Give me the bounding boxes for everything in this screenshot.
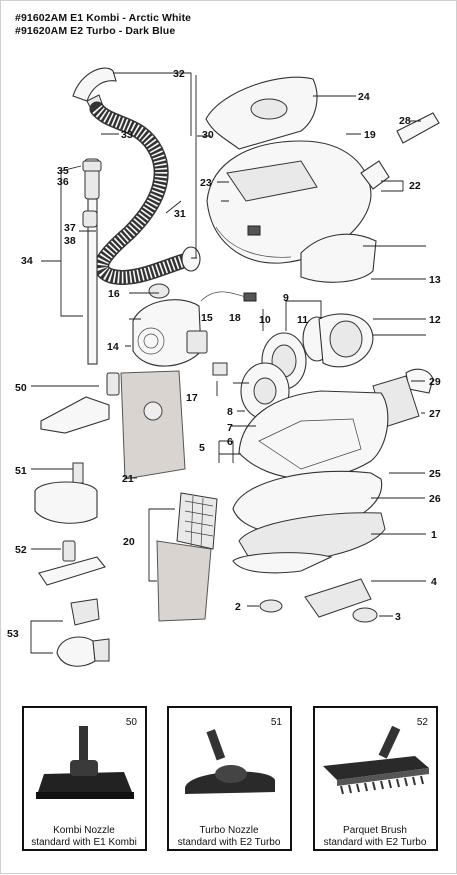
turbo-nozzle-note: standard with E2 Turbo xyxy=(177,837,281,848)
callout-17: 17 xyxy=(186,392,198,404)
callout-8: 8 xyxy=(227,406,233,418)
callout-13: 13 xyxy=(429,274,441,286)
callout-53: 53 xyxy=(7,628,19,640)
callout-21: 21 xyxy=(122,473,134,485)
callout-25: 25 xyxy=(429,468,441,480)
callout-37: 37 xyxy=(64,222,76,234)
leader-lines xyxy=(30,72,426,654)
callout-labels: 32 33 30 24 19 28 23 22 35 36 31 37 38 3… xyxy=(7,68,441,640)
callout-14: 14 xyxy=(107,341,119,353)
parquet-brush-image xyxy=(323,725,429,795)
callout-4: 4 xyxy=(431,576,437,588)
callout-5: 5 xyxy=(199,442,205,454)
dust-brush-tools xyxy=(56,598,110,667)
callout-15: 15 xyxy=(201,312,213,324)
callout-11: 11 xyxy=(297,314,308,326)
callout-2: 2 xyxy=(235,601,241,613)
callout-26: 26 xyxy=(429,493,441,505)
kombi-nozzle-image xyxy=(36,726,134,799)
turbo-nozzle-small xyxy=(34,462,98,524)
kombi-nozzle-note: standard with E1 Kombi xyxy=(31,837,137,848)
kombi-nozzle-name: Kombi Nozzle xyxy=(53,825,115,836)
parquet-brush-box: 52 xyxy=(313,706,438,851)
bag-holder-filter xyxy=(156,492,218,622)
suction-hose xyxy=(89,101,201,285)
callout-18-a: 18 xyxy=(229,312,241,324)
callout-23: 23 xyxy=(200,177,212,189)
callout-7: 7 xyxy=(227,422,233,434)
callout-32: 32 xyxy=(173,68,185,80)
callout-1: 1 xyxy=(431,529,437,541)
turbo-nozzle-name: Turbo Nozzle xyxy=(199,825,259,836)
callout-3: 3 xyxy=(395,611,401,623)
callout-10: 10 xyxy=(259,314,271,326)
callout-9: 9 xyxy=(283,292,289,304)
callout-27: 27 xyxy=(429,408,441,420)
parquet-brush-note: standard with E2 Turbo xyxy=(323,837,427,848)
callout-35: 35 xyxy=(57,165,69,177)
callout-22: 22 xyxy=(409,180,421,192)
parquet-brush-small xyxy=(38,540,106,586)
callout-31: 31 xyxy=(174,208,186,220)
top-cover xyxy=(205,76,318,150)
kombi-nozzle-small xyxy=(40,372,120,434)
callout-19-a: 19 xyxy=(364,129,376,141)
box-number-52: 52 xyxy=(416,717,428,728)
callout-52: 52 xyxy=(15,544,27,556)
upper-housing xyxy=(206,140,390,264)
callout-20: 20 xyxy=(123,536,135,548)
dust-bag xyxy=(120,370,186,480)
callout-6: 6 xyxy=(227,436,233,448)
turbo-nozzle-caption: Turbo Nozzle standard with E2 Turbo xyxy=(159,825,299,849)
callout-12: 12 xyxy=(429,314,441,326)
callout-51: 51 xyxy=(15,465,27,477)
callout-28: 28 xyxy=(399,115,411,127)
callout-33: 33 xyxy=(121,129,133,141)
box-number-50: 50 xyxy=(125,717,137,728)
callout-29: 29 xyxy=(429,376,441,388)
callout-50: 50 xyxy=(15,382,27,394)
cord-and-controls xyxy=(132,283,257,376)
callout-24: 24 xyxy=(358,91,370,103)
front-bezel xyxy=(300,233,377,283)
parquet-brush-caption: Parquet Brush standard with E2 Turbo xyxy=(305,825,445,849)
model-line-e1: #91602AM E1 Kombi - Arctic White xyxy=(15,12,192,24)
callout-38: 38 xyxy=(64,235,76,247)
callout-34: 34 xyxy=(21,255,33,267)
telescopic-wand xyxy=(82,158,102,365)
model-line-e2: #91620AM E2 Turbo - Dark Blue xyxy=(15,25,176,37)
callout-36: 36 xyxy=(57,176,69,188)
parquet-brush-name: Parquet Brush xyxy=(343,825,407,836)
turbo-nozzle-box: 51 xyxy=(167,706,292,851)
callout-30: 30 xyxy=(202,129,214,141)
base-chassis xyxy=(232,390,389,623)
box-number-51: 51 xyxy=(270,717,282,728)
callout-16: 16 xyxy=(108,288,120,300)
turbo-nozzle-image xyxy=(185,729,275,794)
crevice-tool xyxy=(396,112,440,144)
kombi-nozzle-caption: Kombi Nozzle standard with E1 Kombi xyxy=(14,825,154,849)
kombi-nozzle-box: 50 xyxy=(22,706,147,851)
